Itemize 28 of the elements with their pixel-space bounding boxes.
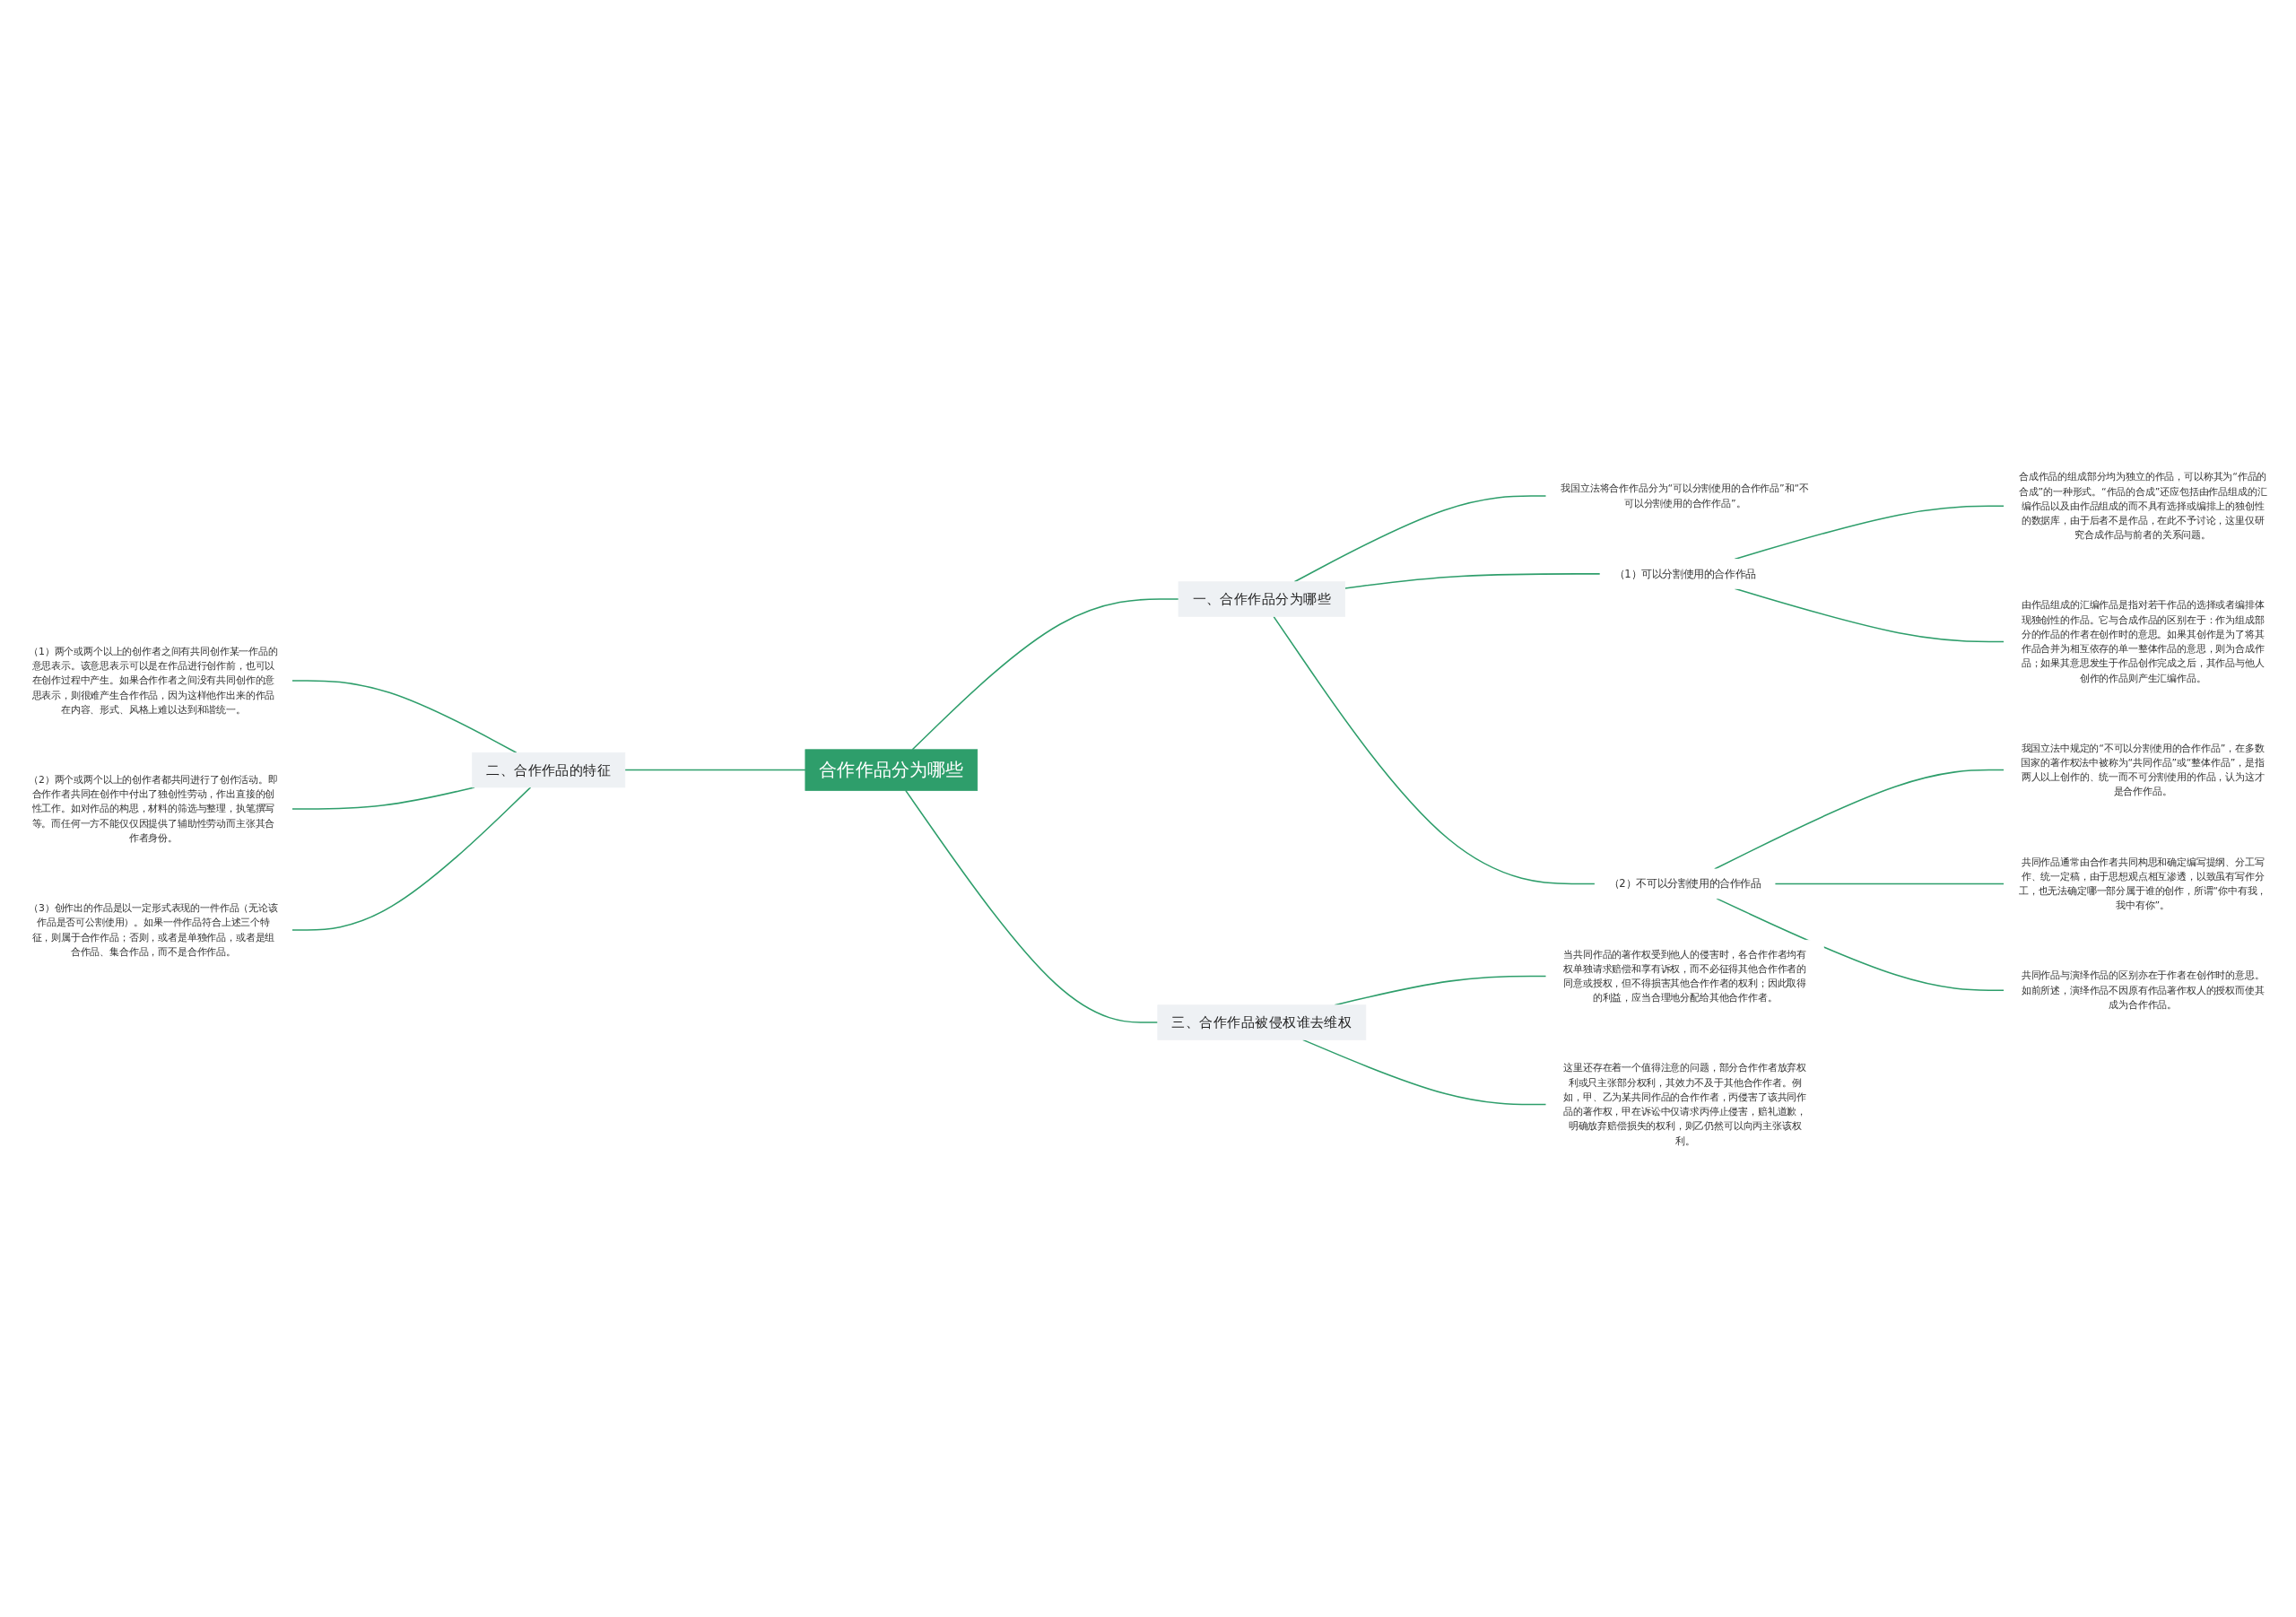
node-box: 合作作品分为哪些 (804, 748, 978, 791)
node-text: 我国立法中规定的“不可以分割使用的合作作品”，在多数国家的著作权法中被称为“共同作品”或“整体作品”，是指两人以上创作的、统一而不可分割使用的作品，认为这才是合作作品。 (2021, 742, 2265, 797)
node-text: （2）两个或两个以上的创作者都共同进行了创作活动。即合作作者共同在创作中付出了独创性劳动，作出直接的创性工作。如对作品的构思，材料的筛选与整理，执笔撰写等。而任何一方不能仅仅因提供了辅助性劳动而主张其合作者身份。 (29, 773, 278, 843)
connector (291, 786, 532, 931)
node-text: 由作品组成的汇编作品是指对若干作品的选择或者编排体现独创性的作品。它与合成作品的区别在于：作为组成部分的作品的作者在创作时的意思。如果其创作是为了将其作品合并为相互依存的单一整体作品的意思，则为合成作品；如果其意思发生于作品创作完成之后，其作品与他人创作的作品则产生汇编作品。 (2021, 598, 2265, 683)
node-text: 我国立法将合作作品分为“可以分割使用的合作作品”和“不可以分割使用的合作作品”。 (1561, 482, 1809, 509)
node-text: 共同作品与演绎作品的区别亦在于作者在创作时的意思。如前所述，演绎作品不因原有作品著作权人的授权而使其成为合作作品。 (2021, 969, 2265, 1010)
node-text: 当共同作品的著作权受到他人的侵害时，各合作作者均有权单独请求赔偿和享有诉权，而不必征得其他合作作者的同意或授权，但不得损害其他合作作者的权利；因此取得的利益，应当合理地分配给其他合作作者。 (1563, 948, 1806, 1004)
connector (1344, 572, 1601, 589)
connector (624, 769, 806, 770)
node-box: 二、合作作品的特征 (472, 752, 626, 787)
connector (1716, 897, 2005, 991)
connector (1301, 1039, 1547, 1105)
connector (1293, 494, 1547, 582)
node-text: 这里还存在着一个值得注意的问题，部分合作作者放弃权利或只主张部分权利，其效力不及于其他合作作者。例如，甲、乙为某共同作品的合作作者，丙侵害了该共同作品的著作权，甲在诉讼中仅请求丙停止侵害，赔礼道歉，明确放弃赔偿损失的权利，则乙仍然可以向丙主张该权利。 (1563, 1061, 1806, 1146)
connector (904, 789, 1159, 1023)
node-box: 一、合作作品分为哪些 (1178, 580, 1346, 617)
node-text: （2）不可以分割使用的合作作品 (1608, 876, 1761, 890)
node-box: 三、合作作品被侵权谁去维权 (1157, 1004, 1367, 1040)
node-text: （1）可以分割使用的合作作品 (1613, 567, 1756, 580)
node-text: （1）两个或两个以上的创作者之间有共同创作某一作品的意思表示。该意思表示可以是在作品进行创作前，也可以在创作过程中产生。如果合作作者之间没有共同创作的意思表示，则很难产生合作作品，因为这样他作出来的作品在内容、形式、风格上难以达到和谐统一。 (29, 645, 278, 715)
node-text: 共同作品通常由合作者共同构思和确定编写提纲、分工写作、统一定稿，由于思想观点相互渗透，以致虽有写作分工，也无法确定哪一部分属于谁的创作，所谓“你中有我，我中有你”。 (2018, 856, 2267, 911)
connector (1734, 587, 2005, 642)
connector (1774, 882, 2005, 884)
node-text: 合成作品的组成部分均为独立的作品，可以称其为“作品的合成”的一种形式。“作品的合成”还应包括由作品组成的汇编作品以及由作品组成的而不具有选择或编排上的独创性的数据库，由于后者不是作品，在此不予讨论，这里仅研究合成作品与前者的关系问题。 (2018, 470, 2267, 541)
node-text: （3）创作出的作品是以一定形式表现的一件作品（无论该作品是否可公割使用）。如果一件作品符合上述三个特征，则属于合作作品；否则，或者是单独作品，或者是组合作品、集合作品，而不是合作作品。 (29, 901, 278, 957)
connector (911, 597, 1179, 751)
connector (1273, 615, 1596, 884)
